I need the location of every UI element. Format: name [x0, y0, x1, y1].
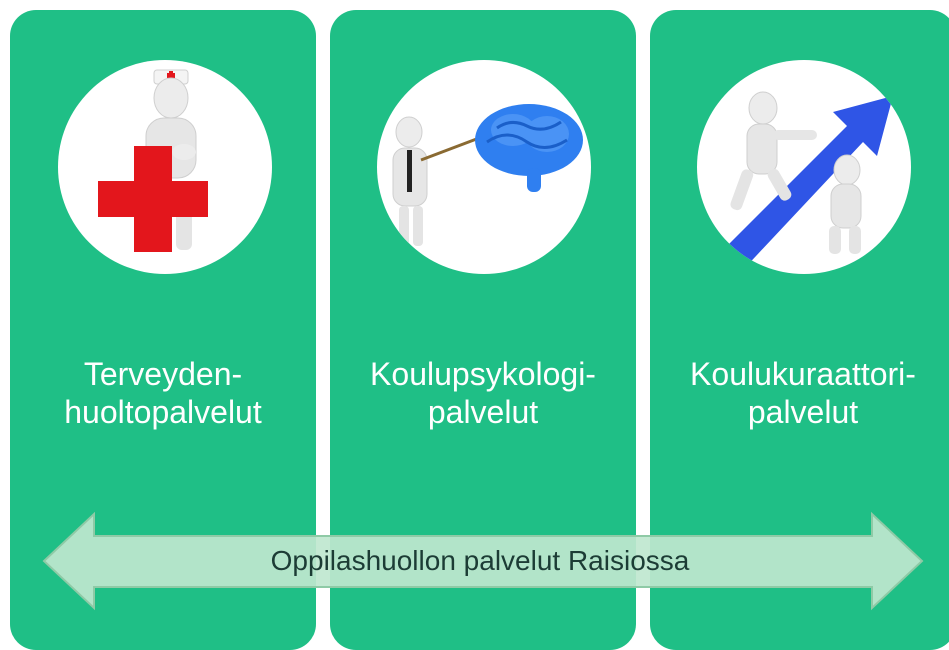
figures-climbing-arrow-icon: [697, 60, 911, 274]
panel-curator-label-line1: Koulukuraattori-: [690, 356, 916, 392]
panel-health-label-line2: huoltopalvelut: [64, 394, 262, 430]
panel-curator-label-line2: palvelut: [747, 394, 859, 430]
nurse-with-red-cross-icon: [58, 60, 272, 274]
panel-psychologist-label-line2: palvelut: [427, 394, 539, 430]
panel-health-label-line1: Terveyden-: [83, 356, 243, 392]
panel-health-label: Terveyden- huoltopalvelut: [3, 355, 323, 431]
banner-title: Oppilashuollon palvelut Raisiossa: [270, 545, 690, 576]
panel-psychologist-label-line1: Koulupsykologi-: [370, 356, 596, 392]
panel-curator-label: Koulukuraattori- palvelut: [643, 355, 949, 431]
panel-psychologist-label: Koulupsykologi- palvelut: [323, 355, 643, 431]
teacher-pointing-at-brain-icon: [377, 60, 591, 274]
panel-health-services: Terveyden- huoltopalvelut: [10, 10, 316, 650]
